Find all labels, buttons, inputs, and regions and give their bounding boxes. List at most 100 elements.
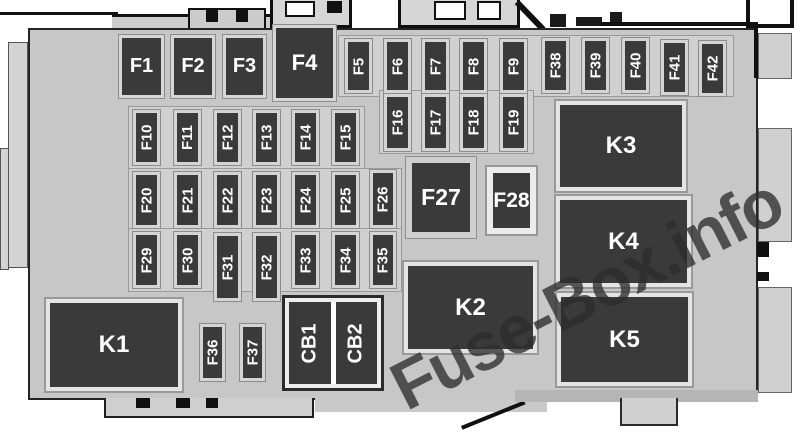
fuse-f23: F23 (256, 175, 277, 225)
fuse-label: F13 (258, 124, 276, 151)
fuse-label: F25 (337, 187, 355, 213)
housing-tab (550, 14, 566, 27)
fuse-f26: F26 (373, 173, 393, 225)
relay-label: K4 (608, 227, 639, 255)
housing-left-tab (0, 148, 9, 270)
fuse-f17: F17 (425, 97, 446, 148)
housing-connector-nub (757, 242, 769, 257)
fuse-label: F40 (627, 52, 645, 79)
housing-bottom-flange (104, 398, 314, 418)
cb2-label: CB2 (344, 322, 367, 364)
relay-k4: K4 (560, 200, 687, 283)
fuse-f34: F34 (335, 235, 356, 285)
fuse-label: F30 (179, 247, 197, 273)
fuse-f38: F38 (545, 41, 566, 90)
fuse-label: F42 (704, 55, 722, 82)
fuse-f36: F36 (203, 327, 222, 378)
fuse-label: F26 (374, 186, 392, 212)
fuse-f15: F15 (335, 113, 356, 162)
relay-k2: K2 (408, 266, 533, 349)
fuse-f21: F21 (177, 175, 198, 225)
fuse-label: F17 (427, 109, 445, 136)
fuse-label: F15 (337, 124, 355, 151)
fuse-f1: F1 (122, 38, 161, 95)
fuse-f8: F8 (463, 42, 484, 90)
connector-pin (327, 1, 342, 13)
fuse-label: F2 (181, 55, 205, 77)
fuse-label: F37 (244, 339, 262, 366)
fuse-f16: F16 (387, 97, 408, 148)
fuse-label: F28 (493, 188, 530, 212)
fuse-f32: F32 (256, 236, 277, 298)
fuse-label: F22 (219, 187, 237, 213)
fuse-label: F35 (374, 247, 392, 273)
housing-slot (236, 10, 248, 22)
housing-bottom-tab (620, 398, 678, 426)
fuse-label: F31 (219, 254, 237, 280)
fuse-f10: F10 (136, 113, 157, 162)
housing-connector-b (398, 0, 520, 28)
circuit-breaker-cb1: CB1 (289, 302, 331, 384)
relay-k1: K1 (50, 303, 178, 387)
fuse-f42: F42 (702, 44, 723, 93)
cb1-label: CB1 (298, 322, 321, 364)
fuse-label: F24 (297, 187, 315, 213)
fuse-bank-plate (128, 106, 365, 169)
fuse-label: F19 (505, 109, 523, 136)
fuse-f28: F28 (493, 173, 530, 228)
fuse-f18: F18 (463, 97, 484, 148)
fuse-f5: F5 (348, 42, 369, 90)
housing-right-extension (758, 33, 792, 79)
fuse-label: F33 (297, 247, 315, 273)
fuse-f6: F6 (387, 42, 408, 90)
housing-bottom-strip (515, 390, 758, 402)
housing-right-edge (754, 22, 758, 78)
housing-right-extension (758, 128, 792, 242)
fuse-label: F1 (129, 55, 154, 77)
fuse-label: F23 (258, 187, 276, 213)
relay-label: K1 (98, 331, 130, 358)
fuse-f11: F11 (177, 113, 198, 162)
fuse-label: F14 (297, 124, 315, 151)
fuse-f31: F31 (217, 236, 238, 298)
relay-label: K2 (455, 293, 486, 321)
fuse-f39: F39 (585, 41, 606, 90)
fuse-f22: F22 (217, 175, 238, 225)
circuit-breaker-block: CB1 CB2 (282, 295, 384, 391)
housing-slot (136, 398, 150, 408)
fuse-f9: F9 (503, 42, 524, 90)
relay-label: K3 (605, 132, 637, 159)
fuse-label: F11 (179, 124, 196, 151)
fuse-label: F18 (465, 109, 483, 136)
fuse-label: F38 (547, 52, 565, 79)
fuse-f7: F7 (425, 42, 446, 90)
fuse-label: F27 (421, 184, 461, 210)
fuse-label: F39 (587, 52, 605, 79)
fuse-label: F41 (666, 54, 684, 81)
fuse-f30: F30 (177, 235, 198, 285)
fuse-f25: F25 (335, 175, 356, 225)
circuit-breaker-cb2: CB2 (336, 302, 378, 384)
fuse-label: F4 (291, 50, 318, 75)
fuse-label: F3 (232, 55, 257, 77)
relay-k5: K5 (561, 297, 688, 382)
housing-right-extension (758, 287, 792, 393)
housing-slot (176, 398, 190, 408)
fuse-f4: F4 (276, 28, 333, 98)
fuse-f13: F13 (256, 113, 277, 162)
fuse-label: F7 (426, 57, 444, 75)
cb-divider (330, 302, 336, 384)
fuse-label: F6 (388, 57, 406, 75)
fuse-label: F29 (138, 247, 156, 273)
connector-window (434, 1, 466, 20)
fuse-label: F32 (258, 254, 276, 280)
fuse-f20: F20 (136, 175, 157, 225)
relay-label: K5 (609, 325, 640, 353)
fuse-f40: F40 (625, 41, 646, 90)
housing-slot (206, 398, 218, 408)
housing-connector-nub (757, 272, 769, 281)
housing-connector-a (270, 0, 352, 28)
fuse-label: F34 (337, 247, 355, 273)
